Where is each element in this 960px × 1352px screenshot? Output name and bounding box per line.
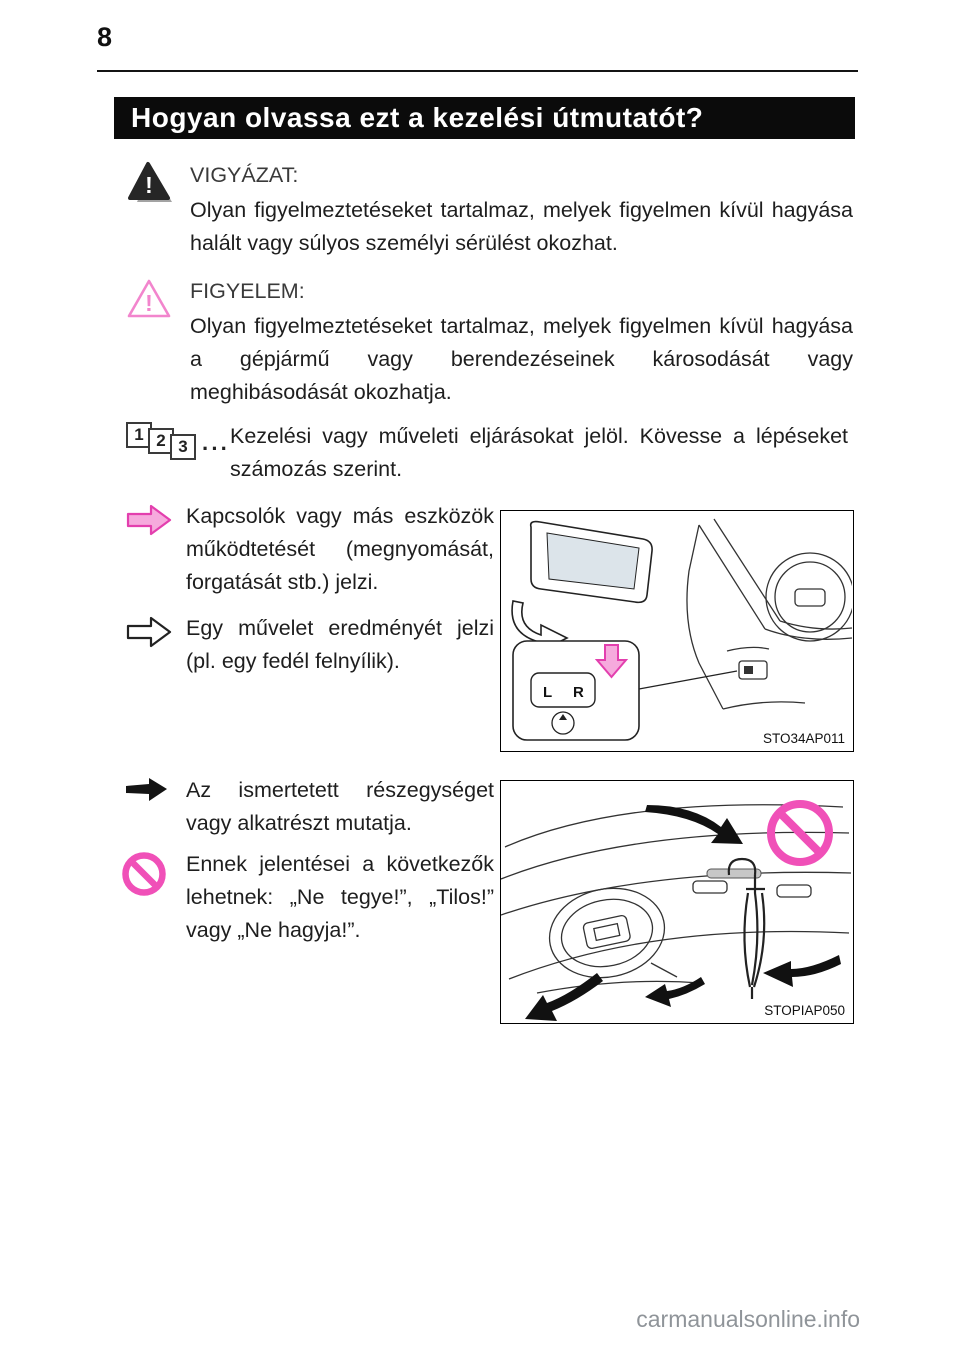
step-box-3: 3 xyxy=(170,434,196,460)
page-number: 8 xyxy=(97,22,113,52)
svg-text:!: ! xyxy=(145,172,153,198)
section-title-bar: Hogyan olvassa ezt a kezelési útmutatót? xyxy=(114,97,855,139)
pink-arrow-icon xyxy=(124,502,174,543)
black-arrow-icon xyxy=(124,776,170,809)
caution-body: FIGYELEM: Olyan figyelmeztetéseket tarta… xyxy=(190,276,853,409)
legend-text-operate: Kapcsolók vagy más eszközök működtetését… xyxy=(186,504,494,594)
header-divider xyxy=(97,70,858,72)
step-box-1: 1 xyxy=(126,422,152,448)
section-title: Hogyan olvassa ezt a kezelési útmutatót? xyxy=(131,102,704,133)
legend-item-prohibition: Ennek jelentései a következők lehetnek: … xyxy=(0,848,960,958)
warning-body: VIGYÁZAT: Olyan figyelmeztetéseket tarta… xyxy=(190,160,853,260)
steps-legend: 1 2 3 ··· Kezelési vagy műveleti eljárás… xyxy=(126,420,850,486)
caution-text: Olyan figyelmeztetéseket tartalmaz, mely… xyxy=(190,314,853,404)
figure-mirror-control: L R STO34AP011 xyxy=(500,510,854,752)
warning-triangle-icon: ! xyxy=(126,160,176,260)
legend-text-prohibition: Ennek jelentései a következők lehetnek: … xyxy=(186,852,494,942)
legend-item-operate: Kapcsolók vagy más eszközök működtetését… xyxy=(0,500,960,608)
steps-legend-text: Kezelési vagy műveleti eljárásokat jelöl… xyxy=(230,424,848,481)
warning-label: VIGYÁZAT: xyxy=(190,163,299,187)
legend-item-result: Egy művelet eredményét jelzi (pl. egy fe… xyxy=(0,612,960,692)
mirror-switch-left-label: L xyxy=(543,684,552,701)
warning-notice: ! VIGYÁZAT: Olyan figyelmeztetéseket tar… xyxy=(126,160,853,260)
legend-text-part: Az ismertetett részegységet vagy alkatré… xyxy=(186,778,494,835)
caution-notice: ! FIGYELEM: Olyan figyelmeztetéseket tar… xyxy=(126,276,853,409)
figure2-code-label: STOPIAP050 xyxy=(764,1003,845,1018)
svg-text:!: ! xyxy=(145,290,153,316)
figure1-code-label: STO34AP011 xyxy=(763,731,845,746)
figure-dashboard-prohibition: STOPIAP050 xyxy=(500,780,854,1024)
mirror-switch-right-label: R xyxy=(573,684,584,701)
caution-triangle-icon: ! xyxy=(126,276,176,409)
watermark: carmanualsonline.info xyxy=(636,1306,860,1332)
prohibition-icon xyxy=(120,850,168,903)
warning-text: Olyan figyelmeztetéseket tartalmaz, mely… xyxy=(190,198,853,255)
legend-item-part: Az ismertetett részegységet vagy alkatré… xyxy=(0,774,960,846)
legend-text-result: Egy művelet eredményét jelzi (pl. egy fe… xyxy=(186,616,494,673)
numbered-steps-icon: 1 2 3 ··· xyxy=(126,422,228,472)
caution-label: FIGYELEM: xyxy=(190,279,305,303)
step-box-2: 2 xyxy=(148,428,174,454)
outline-arrow-icon xyxy=(124,614,174,655)
ellipsis-dots: ··· xyxy=(202,436,230,461)
